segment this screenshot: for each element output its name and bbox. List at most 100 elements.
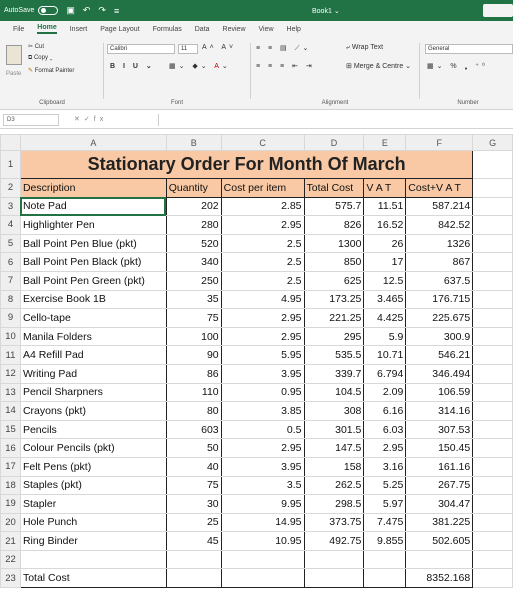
value-cell[interactable]: 30 [165,494,222,514]
cell[interactable] [472,270,513,291]
value-cell[interactable]: 45 [165,531,222,551]
description-cell[interactable]: Felt Pens (pkt) [19,456,167,477]
value-cell[interactable]: 2.95 [220,438,305,458]
cell[interactable] [303,568,365,589]
value-cell[interactable]: 5.97 [363,494,407,514]
cell[interactable] [472,363,513,384]
header-cell[interactable]: Cost+V A T [405,178,474,198]
value-cell[interactable]: 4.95 [220,289,305,310]
row-header[interactable]: 5 [0,233,21,254]
column-header[interactable]: A [19,134,167,151]
cell[interactable] [19,549,167,570]
row-header[interactable]: 8 [0,289,21,310]
cell[interactable] [472,252,513,272]
value-cell[interactable]: 25 [165,512,222,533]
row-header[interactable]: 22 [0,549,21,570]
row-header[interactable]: 10 [0,326,21,347]
value-cell[interactable]: 11.51 [363,196,407,217]
description-cell[interactable]: Ball Point Pen Green (pkt) [19,270,167,291]
wrap-text-button[interactable]: Wrap Text [351,44,384,51]
search-box[interactable] [483,4,513,17]
total-label-cell[interactable]: Total Cost [19,568,167,589]
cell[interactable] [472,178,513,198]
format-painter-button[interactable]: Format Painter [34,68,75,74]
copy-button[interactable]: Copy [33,55,48,61]
font-size-select[interactable]: 11 [178,44,198,54]
cell[interactable] [303,549,365,570]
value-cell[interactable]: 6.03 [363,419,407,440]
cell[interactable] [363,568,407,589]
vertical-align-icons[interactable]: ≡ ≡ ▤ ⟋⌄ [256,45,312,52]
value-cell[interactable]: 16.52 [363,215,407,235]
description-cell[interactable]: Ring Binder [19,531,167,551]
value-cell[interactable]: 6.794 [363,363,407,384]
value-cell[interactable]: 346.494 [405,363,474,384]
borders-fill-icons[interactable]: ▦⌄ ◆⌄ A⌄ [169,63,231,70]
paste-icon[interactable] [6,45,22,65]
value-cell[interactable]: 106.59 [405,382,474,403]
value-cell[interactable]: 492.75 [303,531,365,551]
value-cell[interactable]: 267.75 [405,475,474,496]
tab-insert[interactable]: Insert [69,25,88,33]
value-cell[interactable]: 308 [303,401,365,421]
value-cell[interactable]: 850 [303,252,365,272]
tab-file[interactable]: File [13,25,25,33]
value-cell[interactable]: 202 [165,196,222,217]
description-cell[interactable]: Manila Folders [19,326,167,347]
description-cell[interactable]: Cello-tape [19,308,167,328]
value-cell[interactable]: 50 [165,438,222,458]
row-header[interactable]: 14 [0,401,21,421]
value-cell[interactable]: 75 [165,475,222,496]
value-cell[interactable]: 2.5 [220,270,305,291]
value-cell[interactable]: 173.25 [303,289,365,310]
value-cell[interactable]: 340 [165,252,222,272]
total-value-cell[interactable]: 8352.168 [405,568,474,589]
description-cell[interactable]: Note Pad [19,196,167,217]
value-cell[interactable]: 5.9 [363,326,407,347]
tab-home[interactable]: Home [37,24,57,34]
cell[interactable] [472,438,513,458]
value-cell[interactable]: 12.5 [363,270,407,291]
value-cell[interactable]: 502.605 [405,531,474,551]
merge-centre-icon[interactable]: ⊞ [346,63,354,70]
name-box[interactable]: D3 [3,114,59,126]
value-cell[interactable]: 2.85 [220,196,305,217]
tab-view[interactable]: View [258,25,274,33]
value-cell[interactable]: 2.95 [363,438,407,458]
cut-button[interactable]: Cut [34,44,45,50]
row-header[interactable]: 3 [0,196,21,217]
description-cell[interactable]: Writing Pad [19,363,167,384]
value-cell[interactable]: 295 [303,326,365,347]
value-cell[interactable]: 0.5 [220,419,305,440]
merge-centre-button[interactable]: Merge & Centre [353,63,404,70]
cell[interactable] [472,568,513,589]
cell[interactable] [472,345,513,365]
cell[interactable] [472,289,513,310]
value-cell[interactable]: 147.5 [303,438,365,458]
tab-data[interactable]: Data [194,25,210,33]
value-cell[interactable]: 5.95 [220,345,305,365]
row-header[interactable]: 19 [0,494,21,514]
value-cell[interactable]: 535.5 [303,345,365,365]
wrap-text-icon[interactable]: ⤶ [346,44,352,51]
value-cell[interactable]: 250 [165,270,222,291]
description-cell[interactable]: Highlighter Pen [19,215,167,235]
description-cell[interactable]: Stapler [19,494,167,514]
header-cell[interactable]: Quantity [165,178,222,198]
row-header[interactable]: 6 [0,252,21,272]
description-cell[interactable]: Staples (pkt) [19,475,167,496]
value-cell[interactable]: 3.465 [363,289,407,310]
value-cell[interactable]: 17 [363,252,407,272]
redo-icon[interactable]: ↷ [98,5,106,15]
value-cell[interactable]: 10.95 [220,531,305,551]
value-cell[interactable]: 637.5 [405,270,474,291]
row-header[interactable]: 17 [0,456,21,477]
value-cell[interactable]: 3.85 [220,401,305,421]
cell[interactable] [472,382,513,403]
format-painter-icon[interactable]: ✎ [28,68,35,74]
value-cell[interactable]: 575.7 [303,196,365,217]
value-cell[interactable]: 225.675 [405,308,474,328]
copy-icon[interactable]: ⧉ [28,55,34,61]
header-cell[interactable]: Total Cost [303,178,365,198]
select-all-corner[interactable] [0,134,21,151]
